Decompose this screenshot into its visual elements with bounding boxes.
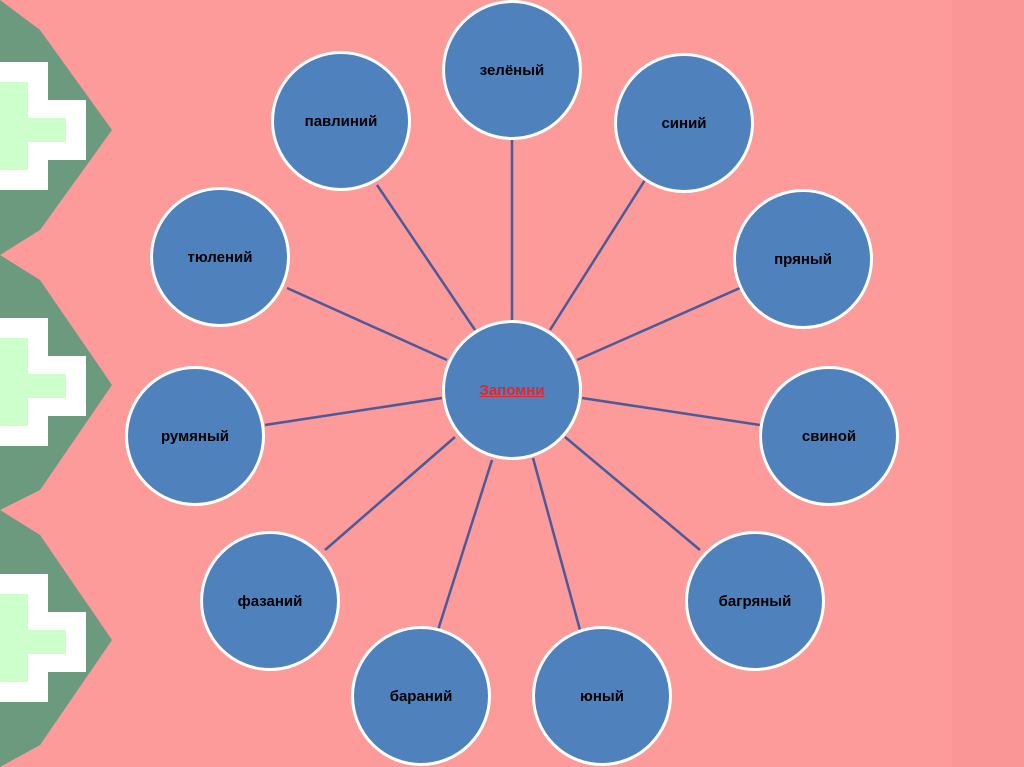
- node-label: бараний: [390, 688, 453, 705]
- node-label: павлиний: [305, 113, 378, 130]
- center-node: Запомни: [442, 320, 582, 460]
- node-siny: синий: [614, 53, 754, 193]
- node-label: багряный: [719, 593, 792, 610]
- connector-yuny: [533, 458, 580, 630]
- node-rumyany: румяный: [125, 366, 265, 506]
- connector-bagryany: [565, 437, 700, 550]
- node-pryany: пряный: [733, 189, 873, 329]
- connector-barany: [438, 460, 492, 630]
- node-svinoy: свиной: [759, 366, 899, 506]
- node-label: синий: [661, 115, 706, 132]
- node-barany: бараний: [351, 626, 491, 766]
- connector-pryany: [577, 288, 740, 360]
- node-label: свиной: [802, 428, 856, 445]
- node-pavliny: павлиний: [271, 51, 411, 191]
- node-fazany: фазаний: [200, 531, 340, 671]
- connector-siny: [550, 180, 645, 330]
- node-label: зелёный: [480, 62, 545, 79]
- node-tyuleny: тюлений: [150, 187, 290, 327]
- node-bagryany: багряный: [685, 531, 825, 671]
- connector-rumyany: [265, 398, 442, 425]
- connector-svinoy: [582, 398, 760, 425]
- node-label: юный: [580, 688, 624, 705]
- node-label: фазаний: [238, 593, 303, 610]
- node-label: румяный: [161, 428, 229, 445]
- node-zeleny: зелёный: [442, 0, 582, 140]
- node-label: тюлений: [188, 249, 253, 266]
- connector-tyuleny: [287, 288, 447, 360]
- connector-fazany: [325, 437, 455, 550]
- node-yuny: юный: [532, 626, 672, 766]
- node-label: пряный: [774, 251, 832, 268]
- center-label: Запомни: [479, 382, 544, 399]
- connector-pavliny: [377, 185, 475, 330]
